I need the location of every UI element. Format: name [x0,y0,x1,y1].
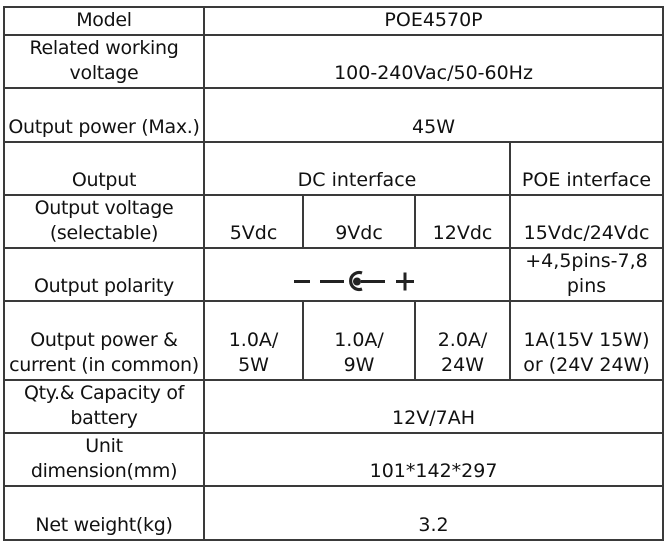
output-voltage-9v: 9Vdc [302,194,416,249]
output-poe: POE interface [508,141,665,196]
row-model: Model POE4570P [3,6,665,36]
row-power-max: Output power (Max.) 45W [3,87,665,143]
battery-label: Qty.& Capacity of battery [3,379,205,434]
polarity-dc [203,247,511,302]
power-max-label: Output power (Max.) [3,87,205,143]
row-output-voltage: Output voltage (selectable) 5Vdc 9Vdc 12… [3,194,665,249]
output-label: Output [3,141,205,196]
polarity-poe: +4,5pins-7,8 pins [508,247,665,302]
power-current-5v: 1.0A/ 5W [203,300,304,381]
weight-value: 3.2 [202,485,665,541]
polarity-label: Output polarity [3,247,205,302]
row-dimension: Unit dimension(mm) 101*142*297 [3,432,665,487]
spec-table: Model POE4570P Related working voltage 1… [3,6,665,541]
voltage-value: 100-240Vac/50-60Hz [202,34,665,89]
dimension-value: 101*142*297 [202,432,665,487]
output-voltage-5v: 5Vdc [203,194,304,249]
voltage-label: Related working voltage [3,34,205,89]
model-label: Model [3,6,205,36]
output-voltage-12v: 12Vdc [414,194,511,249]
row-polarity: Output polarity +4,5pins-7,8 pins [3,247,665,302]
row-battery: Qty.& Capacity of battery 12V/7AH [3,379,665,434]
power-current-12v: 2.0A/ 24W [414,300,511,381]
output-dc: DC interface [203,141,511,196]
weight-label: Net weight(kg) [3,485,205,541]
power-max-value: 45W [202,87,665,143]
output-voltage-poe: 15Vdc/24Vdc [508,194,665,249]
row-weight: Net weight(kg) 3.2 [3,485,665,541]
minus-center-positive-plug-icon [292,269,422,294]
model-value: POE4570P [202,6,665,36]
row-voltage: Related working voltage 100-240Vac/50-60… [3,34,665,89]
power-current-poe: 1A(15V 15W) or (24V 24W) [508,300,665,381]
power-current-9v: 1.0A/ 9W [302,300,416,381]
dimension-label: Unit dimension(mm) [3,432,205,487]
output-voltage-label: Output voltage (selectable) [3,194,205,249]
battery-value: 12V/7AH [202,379,665,434]
row-power-current: Output power & current (in common) 1.0A/… [3,300,665,381]
power-current-label: Output power & current (in common) [3,300,205,381]
row-output: Output DC interface POE interface [3,141,665,196]
